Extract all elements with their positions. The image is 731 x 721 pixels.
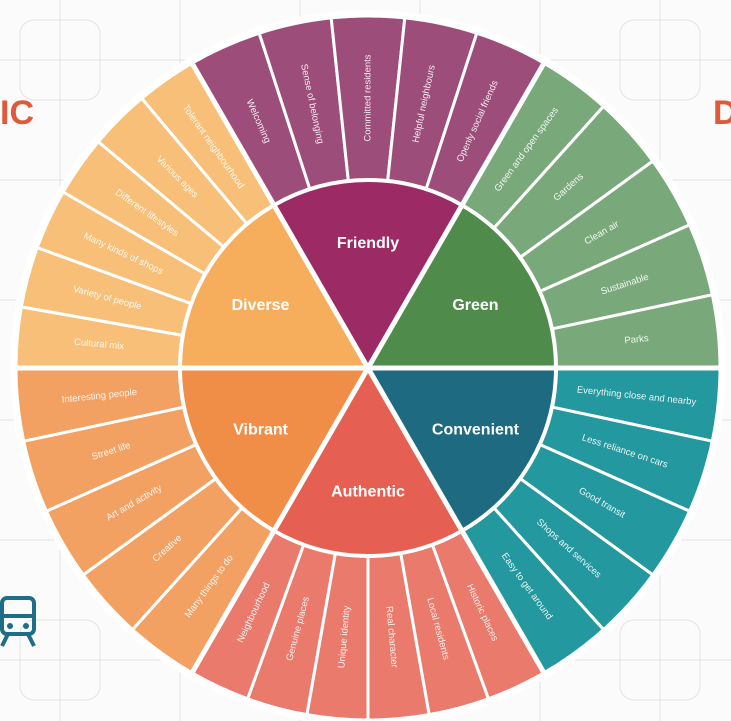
train-icon: [0, 596, 36, 647]
core-label-diverse: Diverse: [232, 297, 290, 314]
edge-text-left: IC: [0, 94, 34, 132]
category-divider: [365, 366, 548, 676]
core-label-friendly: Friendly: [337, 235, 399, 252]
segment-label-authentic-4: Unique identity: [336, 605, 352, 669]
category-divider: [188, 60, 371, 370]
core-label-convenient: Convenient: [432, 421, 520, 438]
segment-label-green-5: Parks: [624, 333, 650, 347]
segment-label-authentic-3: Real character: [383, 606, 399, 669]
core-label-green: Green: [452, 297, 498, 314]
core-label-vibrant: Vibrant: [233, 421, 289, 438]
edge-text-right: D: [713, 94, 731, 132]
segment-label-diverse-1: Cultural mix: [74, 337, 125, 352]
core-label-authentic: Authentic: [331, 483, 405, 500]
segment-label-friendly-3: Committed residents: [363, 54, 374, 141]
core-authentic: [271, 363, 465, 558]
category-divider: [365, 60, 548, 370]
core-convenient: [364, 366, 559, 534]
core-green: [364, 202, 559, 370]
core-vibrant: [177, 366, 372, 534]
core-friendly: [271, 178, 465, 373]
core-diverse: [177, 202, 372, 370]
category-divider: [188, 366, 371, 676]
